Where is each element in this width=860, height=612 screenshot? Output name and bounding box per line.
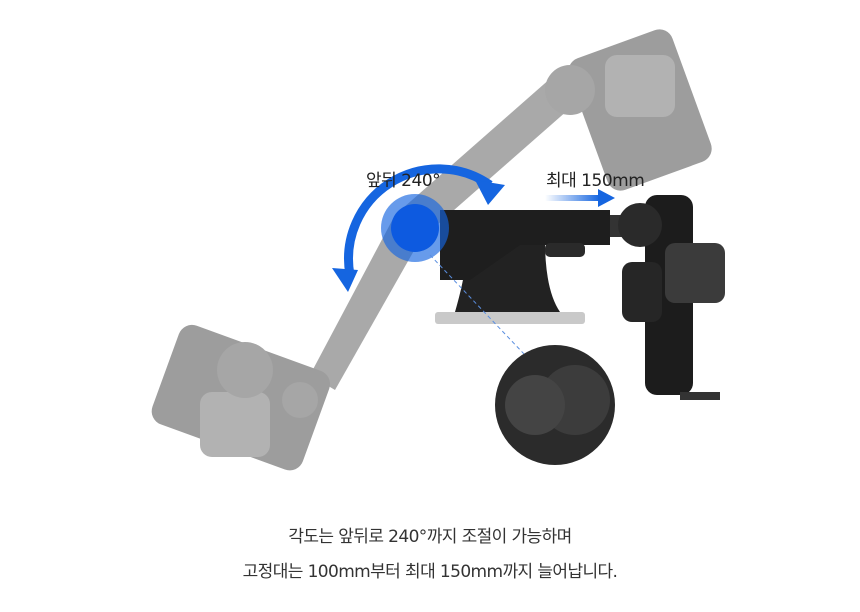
ghost-arm xyxy=(151,29,712,471)
knob-detail-circle xyxy=(495,345,615,465)
pivot-highlight xyxy=(381,194,449,262)
detail-leader-line xyxy=(429,254,526,356)
extension-label: 최대 150mm xyxy=(546,171,645,191)
phone-holder xyxy=(618,195,725,400)
caption-line-2: 고정대는 100mm부터 최대 150mm까지 늘어납니다. xyxy=(242,562,618,582)
extension-arrow-icon xyxy=(545,189,615,207)
caption-line-1: 각도는 앞뒤로 240°까지 조절이 가능하며 xyxy=(288,527,572,547)
rotation-arrow-icon xyxy=(332,164,505,292)
rotation-label: 앞뒤 240° xyxy=(366,171,441,191)
